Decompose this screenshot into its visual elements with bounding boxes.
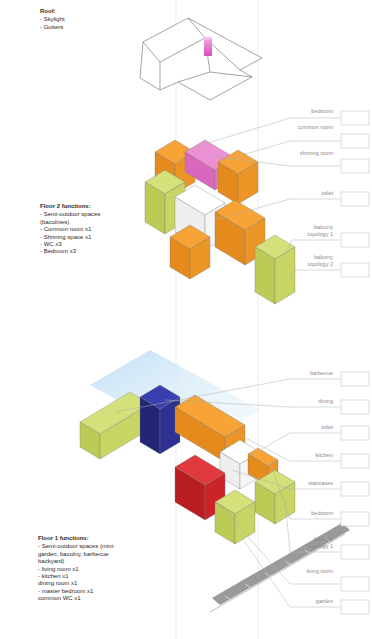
list-heading: Roof: (40, 8, 102, 15)
list-item: - WC x3 (40, 241, 118, 248)
list-item: - Semi-outdoor spaces (mini-garden, baco… (38, 543, 120, 565)
callout-label: living room (297, 568, 333, 575)
callout-label: common room (297, 124, 333, 131)
callout-label: staircases (297, 480, 333, 487)
function-list: Floor 2 functions:- Semi-outdoor spaces … (40, 203, 118, 256)
list-item: - Semi-outdoor spaces (bacolnies) (40, 211, 118, 226)
callout-label: dining (297, 398, 333, 405)
callout-label: toilet (297, 424, 333, 431)
list-item: - master bedroom x1 (38, 588, 120, 595)
callout-label: toilet (297, 190, 333, 197)
list-item: - kitchen x1 (38, 573, 120, 580)
callout-label: kitchen (297, 452, 333, 459)
list-item: dining room x1 (38, 580, 120, 587)
callout-label: bedroom (297, 108, 333, 115)
callout-label: balcony topology 2 (297, 254, 333, 267)
list-item: - Common room x1 (40, 226, 118, 233)
callout-label: balcony topology 1 (297, 224, 333, 237)
callout-label: garden (297, 598, 333, 605)
callout-label: barbecue (297, 370, 333, 377)
list-item: - living room x1 (38, 566, 120, 573)
callout-label: shrining room (297, 150, 333, 157)
function-list: Floor 1 functions:- Semi-outdoor spaces … (38, 535, 120, 603)
list-item: - Gutters (40, 24, 102, 31)
list-heading: Floor 1 functions: (38, 535, 120, 542)
function-list: Roof:- Skylight- Gutters (40, 8, 102, 31)
callout-label: bedroom (297, 510, 333, 517)
list-item: common WC x1 (38, 595, 120, 602)
list-heading: Floor 2 functions: (40, 203, 118, 210)
callout-label: balcony topology 1 (297, 536, 333, 549)
list-item: - Bedroom x3 (40, 248, 118, 255)
list-item: - Shrining space x1 (40, 234, 118, 241)
list-item: - Skylight (40, 16, 102, 23)
